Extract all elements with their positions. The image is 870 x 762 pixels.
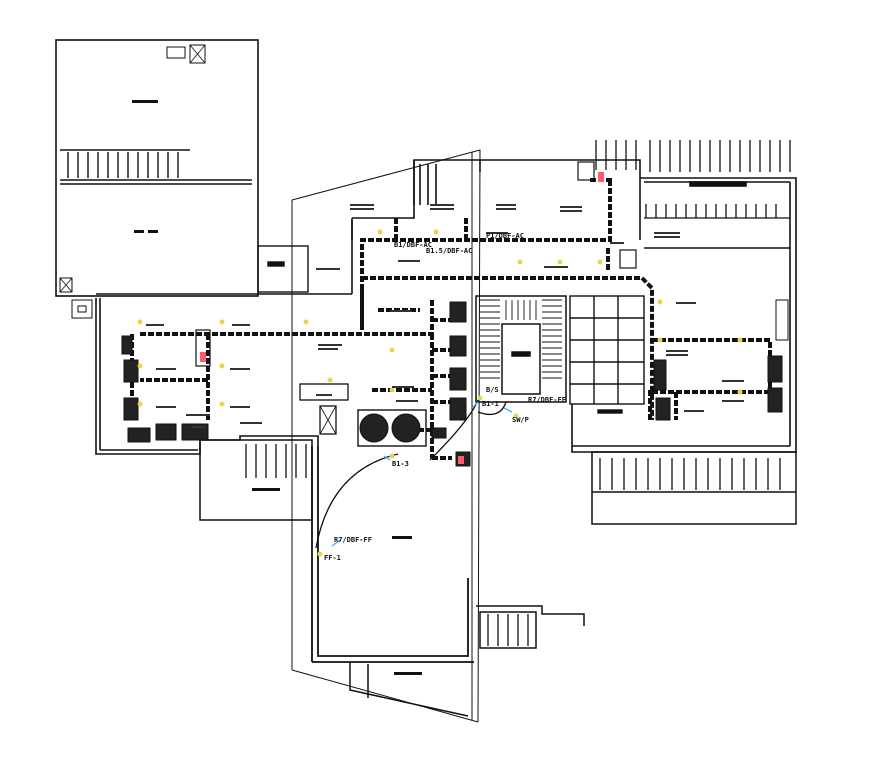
bottom-left-railing <box>245 444 307 478</box>
label-db-ff-1: R7/DBF-FF <box>528 396 566 404</box>
annotation-tags <box>146 204 744 428</box>
upper-left-stair-hatch <box>67 152 179 178</box>
upper-left-block <box>55 39 259 297</box>
ahu-units <box>357 409 427 447</box>
label-db-ac-3: P1/DBF-AC <box>486 232 524 240</box>
label-circuit-1: B1-3 <box>392 460 409 468</box>
bottom-mid-railing <box>487 614 529 646</box>
panel-box <box>299 383 349 401</box>
stair-core <box>475 295 567 403</box>
central-hall <box>351 159 641 294</box>
label-bus: B/S <box>486 386 499 394</box>
grid-room <box>569 295 645 414</box>
small-room-mid-left <box>257 245 309 293</box>
label-db-ac-1: B1/DBF-AC <box>394 241 432 249</box>
right-top-railing <box>595 140 791 218</box>
switch-markers <box>331 401 513 547</box>
bottom-left-wing <box>199 439 313 521</box>
upper-left-room-tags <box>132 100 158 233</box>
label-circuit-2: B1-1 <box>482 400 499 408</box>
label-circuit-3: FF-1 <box>324 554 341 562</box>
shaft-box-3 <box>619 249 637 269</box>
shaft-box-2 <box>577 161 595 181</box>
light-fixtures <box>137 229 743 557</box>
bottom-mid-strip <box>476 605 585 649</box>
db-markers <box>200 172 604 464</box>
shaft-box <box>319 405 337 435</box>
stair-treads <box>480 299 562 379</box>
label-db-ff-2: R7/DBF-FF <box>334 536 372 544</box>
label-db-ac-2: B1.5/DBF-AC <box>426 247 472 255</box>
label-fp: SW/P <box>512 416 529 424</box>
bottom-right-block <box>591 451 797 525</box>
bottom-slanted-room <box>349 662 469 717</box>
bottom-right-railing <box>599 458 781 490</box>
outer-slanted-lines <box>291 149 481 723</box>
